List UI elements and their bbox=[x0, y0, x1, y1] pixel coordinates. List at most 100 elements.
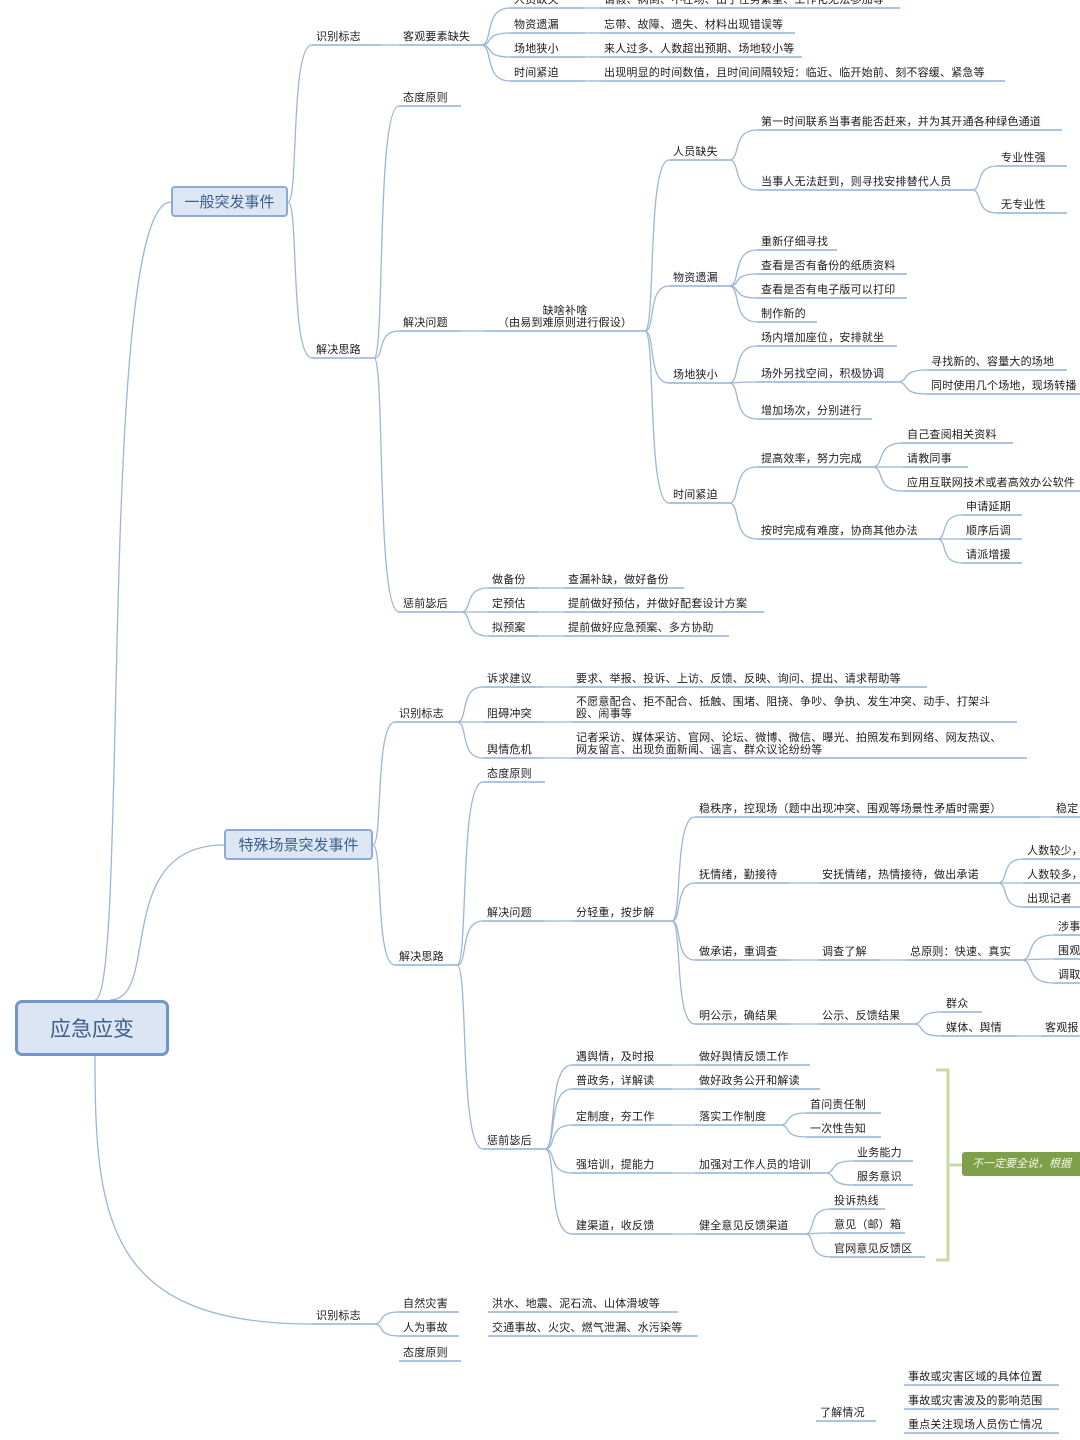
node-p-emo-3[interactable]: 出现记者 bbox=[1027, 892, 1072, 905]
node-d-human[interactable]: 人为事故 bbox=[403, 1321, 448, 1334]
node-p-media-r[interactable]: 客观报 bbox=[1045, 1021, 1079, 1034]
node-d-identify[interactable]: 识别标志 bbox=[316, 1309, 361, 1322]
node-p-prev-2d[interactable]: 做好政务公开和解读 bbox=[699, 1074, 800, 1087]
node-p-pr-2[interactable]: 围观 bbox=[1058, 944, 1080, 957]
node-s-staff[interactable]: 人员缺失 bbox=[673, 145, 718, 158]
node-s-time-1b[interactable]: 请教同事 bbox=[907, 452, 952, 465]
node-g-identify[interactable]: 识别标志 bbox=[316, 30, 361, 43]
node-p-opinion-d[interactable]: 记者采访、媒体采访、官网、论坛、微博、微信、曝光、拍照发布到网络、网友热议、 网… bbox=[576, 731, 1002, 756]
node-s-mat-1[interactable]: 重新仔细寻找 bbox=[761, 235, 829, 248]
node-p-appeal[interactable]: 诉求建议 bbox=[487, 672, 532, 685]
node-s-venue-1[interactable]: 场内增加座位，安排就坐 bbox=[761, 331, 885, 344]
node-d-know-1[interactable]: 事故或灾害区域的具体位置 bbox=[908, 1370, 1043, 1383]
node-g-staff[interactable]: 人员缺失 bbox=[514, 0, 559, 6]
node-d-know-2[interactable]: 事故或灾害波及的影响范围 bbox=[908, 1394, 1043, 1407]
node-s-time-1a[interactable]: 自己查阅相关资料 bbox=[907, 428, 997, 441]
node-p-prev-1[interactable]: 遇舆情，及时报 bbox=[576, 1050, 655, 1063]
node-s-venue[interactable]: 场地狭小 bbox=[673, 368, 718, 381]
node-p-promise[interactable]: 做承诺，重调查 bbox=[699, 945, 778, 958]
node-p-prev-4d[interactable]: 加强对工作人员的培训 bbox=[699, 1158, 811, 1171]
node-p-order[interactable]: 稳秩序，控现场（题中出现冲突、围观等场景性矛盾时需要） bbox=[699, 802, 1002, 815]
node-g-material-desc[interactable]: 忘带、故障、遗失、材料出现错误等 bbox=[604, 18, 784, 31]
node-g-solve[interactable]: 解决问题 bbox=[403, 316, 448, 329]
node-p-prev-5b[interactable]: 意见（邮）箱 bbox=[834, 1218, 902, 1231]
node-g-venue[interactable]: 场地狭小 bbox=[514, 42, 559, 55]
node-s-staff-b[interactable]: 当事人无法赶到，则寻找安排替代人员 bbox=[761, 175, 952, 188]
node-s-time-1c[interactable]: 应用互联网技术或者高效办公软件 bbox=[907, 476, 1075, 489]
node-p-emo-2[interactable]: 人数较多， bbox=[1027, 868, 1080, 881]
node-p-prev-3a[interactable]: 首问责任制 bbox=[810, 1098, 866, 1111]
node-p-opinion[interactable]: 舆情危机 bbox=[487, 743, 532, 756]
node-s-time-2[interactable]: 按时完成有难度，协商其他办法 bbox=[761, 524, 918, 537]
node-p-prev-3b[interactable]: 一次性告知 bbox=[810, 1122, 866, 1135]
node-p-prev-5c[interactable]: 官网意见反馈区 bbox=[834, 1242, 913, 1255]
node-g-time-desc[interactable]: 出现明显的时间数值，且时间间隔较短：临近、临开始前、刻不容缓、紧急等 bbox=[604, 66, 985, 79]
node-p-emotion-d[interactable]: 安抚情绪，热情接待，做出承诺 bbox=[822, 868, 979, 881]
node-s-venue-3[interactable]: 增加场次，分别进行 bbox=[761, 404, 862, 417]
node-g-attitude[interactable]: 态度原则 bbox=[403, 91, 448, 104]
node-s-venue-2b[interactable]: 同时使用几个场地，现场转播 bbox=[931, 379, 1077, 392]
branch-special-node[interactable]: 特殊场景突发事件 bbox=[224, 829, 373, 860]
node-p-prev-5[interactable]: 建渠道，收反馈 bbox=[576, 1219, 655, 1232]
node-p-identify[interactable]: 识别标志 bbox=[399, 707, 444, 720]
node-g-venue-desc[interactable]: 来人过多、人数超出预期、场地较小等 bbox=[604, 42, 795, 55]
node-p-prev-2[interactable]: 普政务，详解读 bbox=[576, 1074, 655, 1087]
node-p-pr-3[interactable]: 调取 bbox=[1058, 968, 1080, 981]
node-p-investigate[interactable]: 调查了解 bbox=[822, 945, 867, 958]
node-g-staff-desc[interactable]: 请假、病倒、不在场、由于任务繁重、工作化无法参加等 bbox=[604, 0, 884, 6]
node-p-conflict-d[interactable]: 不愿意配合、拒不配合、抵触、围堵、阻挠、争吵、争执、发生冲突、动手、打架斗 殴、… bbox=[576, 695, 991, 720]
node-p-prev-4a[interactable]: 业务能力 bbox=[857, 1146, 902, 1159]
node-s-nonpro[interactable]: 无专业性 bbox=[1001, 198, 1046, 211]
node-g-material[interactable]: 物资遗漏 bbox=[514, 18, 559, 31]
node-p-attitude[interactable]: 态度原则 bbox=[487, 767, 532, 780]
node-g-objective[interactable]: 客观要素缺失 bbox=[403, 30, 471, 43]
node-g-prevent[interactable]: 惩前毖后 bbox=[403, 597, 448, 610]
node-g-prev-2d[interactable]: 提前做好预估，并做好配套设计方案 bbox=[568, 597, 748, 610]
node-p-step[interactable]: 分轻重，按步解 bbox=[576, 906, 655, 919]
node-g-thinking[interactable]: 解决思路 bbox=[316, 343, 361, 356]
node-p-thinking[interactable]: 解决思路 bbox=[399, 950, 444, 963]
node-p-emo-1[interactable]: 人数较少， bbox=[1027, 844, 1080, 857]
node-s-time-2c[interactable]: 请派增援 bbox=[966, 548, 1011, 561]
node-p-emotion[interactable]: 抚情绪，勤接待 bbox=[699, 868, 778, 881]
node-p-pr-1[interactable]: 涉事 bbox=[1058, 920, 1080, 933]
node-p-conflict[interactable]: 阻碍冲突 bbox=[487, 707, 532, 720]
node-p-prev-3[interactable]: 定制度，夯工作 bbox=[576, 1110, 655, 1123]
node-g-prev-3d[interactable]: 提前做好应急预案、多方协助 bbox=[568, 621, 714, 634]
node-p-prevent[interactable]: 惩前毖后 bbox=[487, 1134, 532, 1147]
node-d-know[interactable]: 了解情况 bbox=[820, 1406, 865, 1419]
node-s-pro[interactable]: 专业性强 bbox=[1001, 151, 1046, 164]
node-p-order-r[interactable]: 稳定 bbox=[1056, 802, 1079, 815]
node-s-mat-3[interactable]: 查看是否有电子版可以打印 bbox=[761, 283, 896, 296]
node-s-mat-2[interactable]: 查看是否有备份的纸质资料 bbox=[761, 259, 896, 272]
node-g-time[interactable]: 时间紧迫 bbox=[514, 66, 559, 79]
node-p-appeal-d[interactable]: 要求、举报、投诉、上访、反馈、反映、询问、提出、请求帮助等 bbox=[576, 672, 901, 685]
node-d-know-3[interactable]: 重点关注现场人员伤亡情况 bbox=[908, 1418, 1043, 1431]
node-p-publish-d[interactable]: 公示、反馈结果 bbox=[822, 1009, 901, 1022]
node-s-staff-a[interactable]: 第一时间联系当事者能否赶来，并为其开通各种绿色通道 bbox=[761, 115, 1041, 128]
node-p-prev-5a[interactable]: 投诉热线 bbox=[834, 1194, 879, 1207]
node-s-time-1[interactable]: 提高效率，努力完成 bbox=[761, 452, 862, 465]
node-s-time-2a[interactable]: 申请延期 bbox=[966, 500, 1011, 513]
node-p-solve[interactable]: 解决问题 bbox=[487, 906, 532, 919]
node-p-prev-3d[interactable]: 落实工作制度 bbox=[699, 1110, 767, 1123]
node-g-prev-1d[interactable]: 查漏补缺，做好备份 bbox=[568, 573, 669, 586]
node-g-prev-3[interactable]: 拟预案 bbox=[492, 621, 526, 634]
node-p-prev-4b[interactable]: 服务意识 bbox=[857, 1170, 902, 1183]
node-s-material[interactable]: 物资遗漏 bbox=[673, 271, 718, 284]
node-g-prev-1[interactable]: 做备份 bbox=[492, 573, 526, 586]
node-d-natural-d[interactable]: 洪水、地震、泥石流、山体滑坡等 bbox=[492, 1297, 660, 1310]
node-p-principle[interactable]: 总原则：快速、真实 bbox=[910, 945, 1011, 958]
node-d-natural[interactable]: 自然灾害 bbox=[403, 1297, 448, 1310]
node-p-publish[interactable]: 明公示，确结果 bbox=[699, 1009, 778, 1022]
node-p-masses[interactable]: 群众 bbox=[946, 997, 969, 1010]
node-s-venue-2[interactable]: 场外另找空间，积极协调 bbox=[761, 367, 885, 380]
node-p-prev-5d[interactable]: 健全意见反馈渠道 bbox=[699, 1219, 789, 1232]
node-s-venue-2a[interactable]: 寻找新的、容量大的场地 bbox=[931, 355, 1055, 368]
branch-general-node[interactable]: 一般突发事件 bbox=[171, 186, 288, 217]
node-s-mat-4[interactable]: 制作新的 bbox=[761, 307, 806, 320]
node-p-prev-1d[interactable]: 做好舆情反馈工作 bbox=[699, 1050, 789, 1063]
node-s-time[interactable]: 时间紧迫 bbox=[673, 488, 718, 501]
root-node[interactable]: 应急应变 bbox=[15, 1000, 169, 1056]
node-g-fill[interactable]: 缺啥补啥 （由易到难原则进行假设） bbox=[497, 304, 633, 329]
